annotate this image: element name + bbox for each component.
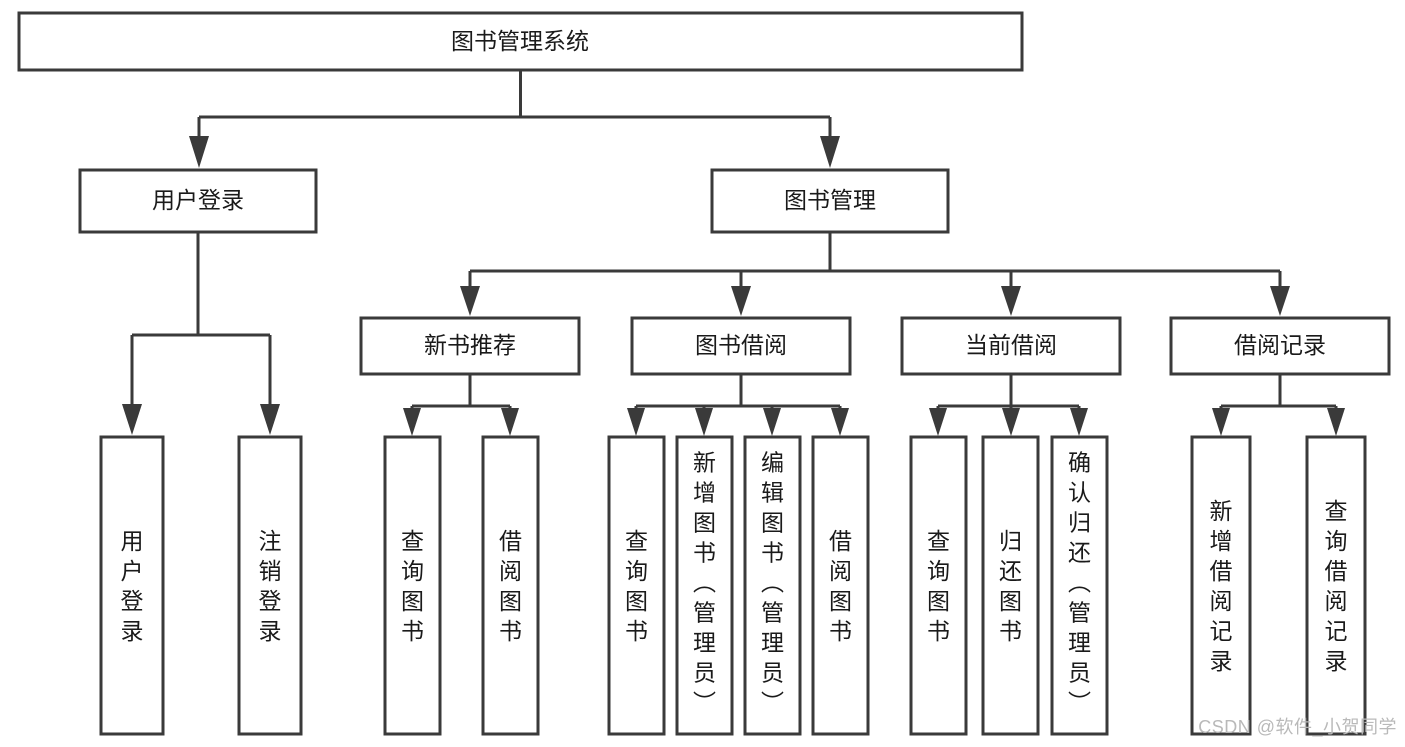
node-user-login[interactable]: 用户登录: [78, 168, 318, 234]
arrowhead-record-query: [1327, 408, 1345, 436]
root-box[interactable]: [17, 11, 1024, 72]
leaf-label: 确认归还︵管理员︶: [1068, 449, 1091, 715]
leaf-node[interactable]: 确认归还︵管理员︶: [1050, 435, 1109, 736]
arrowhead-leaf-logout: [260, 404, 280, 435]
arrowhead-current-query: [929, 408, 947, 436]
root-label: 图书管理系统: [451, 28, 589, 54]
leaf-box[interactable]: [981, 435, 1040, 736]
arrowhead-borrow-add: [695, 408, 713, 436]
leaf-node[interactable]: 编辑图书︵管理员︶: [743, 435, 802, 736]
leaf-label: 归还图书: [999, 528, 1022, 644]
arrowhead-current-borrow: [1001, 286, 1021, 316]
new-book-recommend-box[interactable]: [359, 316, 581, 376]
leaf-box[interactable]: [383, 435, 442, 736]
leaf-label: 注销登录: [259, 528, 282, 644]
leaf-layer: 用户登录 注销登录 查询图书 借阅图书 查询图书 新增图书︵管理员︶ 编辑图书︵管理员︶ 借阅…: [99, 435, 1367, 736]
leaf-label: 借阅图书: [829, 528, 852, 644]
leaf-node[interactable]: 借阅图书: [481, 435, 540, 736]
edge-recommend-to-bus: [410, 374, 512, 418]
leaf-box[interactable]: [1190, 435, 1252, 736]
arrowhead-new-book-recommend: [460, 286, 480, 316]
user-login-box[interactable]: [78, 168, 318, 234]
edge-userlogin-to-bus: [130, 232, 272, 408]
leaf-box[interactable]: [1050, 435, 1109, 736]
leaf-box[interactable]: [1305, 435, 1367, 736]
leaf-node[interactable]: 新增图书︵管理员︶: [675, 435, 734, 736]
connector-layer: [122, 70, 1345, 436]
node-current-borrow[interactable]: 当前借阅: [900, 316, 1122, 376]
edge-borrow-to-bus: [634, 374, 842, 418]
arrowhead-borrow-lend: [831, 408, 849, 436]
current-borrow-label: 当前借阅: [965, 332, 1057, 358]
leaf-label: 新增图书︵管理员︶: [693, 449, 716, 715]
leaf-box[interactable]: [99, 435, 165, 736]
leaf-label: 查询图书: [927, 528, 950, 644]
leaf-node[interactable]: 归还图书: [981, 435, 1040, 736]
arrowhead-borrow-record: [1270, 286, 1290, 316]
arrowhead-record-add: [1212, 408, 1230, 436]
leaf-node[interactable]: 查询图书: [383, 435, 442, 736]
arrowhead-recommend-query: [403, 408, 421, 436]
node-book-management[interactable]: 图书管理: [710, 168, 950, 234]
leaf-node[interactable]: 用户登录: [99, 435, 165, 736]
leaf-label: 用户登录: [121, 528, 144, 644]
node-root[interactable]: 图书管理系统: [17, 11, 1024, 72]
arrowhead-borrow-edit: [763, 408, 781, 436]
leaf-box[interactable]: [237, 435, 303, 736]
leaf-node[interactable]: 查询借阅记录: [1305, 435, 1367, 736]
leaf-label: 查询图书: [401, 528, 424, 644]
borrow-record-box[interactable]: [1169, 316, 1391, 376]
edge-record-to-bus: [1219, 374, 1338, 418]
edge-bookmanage-to-bus: [468, 232, 1282, 290]
new-book-recommend-label: 新书推荐: [424, 332, 516, 358]
arrowhead-user-login: [189, 136, 209, 168]
leaf-box[interactable]: [481, 435, 540, 736]
arrowhead-borrow-query: [627, 408, 645, 436]
book-borrow-box[interactable]: [630, 316, 852, 376]
leaf-label: 新增借阅记录: [1210, 498, 1233, 674]
arrowhead-leaf-user-login: [122, 404, 142, 435]
leaf-label: 编辑图书︵管理员︶: [761, 449, 784, 715]
arrowhead-recommend-borrow: [501, 408, 519, 436]
arrowhead-current-return: [1002, 408, 1020, 436]
leaf-box[interactable]: [743, 435, 802, 736]
leaf-label: 查询图书: [625, 528, 648, 644]
borrow-record-label: 借阅记录: [1234, 332, 1326, 358]
leaf-label: 查询借阅记录: [1325, 498, 1348, 674]
leaf-node[interactable]: 新增借阅记录: [1190, 435, 1252, 736]
current-borrow-box[interactable]: [900, 316, 1122, 376]
leaf-box[interactable]: [607, 435, 666, 736]
node-book-borrow[interactable]: 图书借阅: [630, 316, 852, 376]
book-management-label: 图书管理: [784, 187, 876, 213]
leaf-box[interactable]: [909, 435, 968, 736]
leaf-node[interactable]: 注销登录: [237, 435, 303, 736]
leaf-box[interactable]: [811, 435, 870, 736]
arrowhead-current-confirm: [1070, 408, 1088, 436]
leaf-label: 借阅图书: [499, 528, 522, 644]
book-borrow-label: 图书借阅: [695, 332, 787, 358]
book-management-box[interactable]: [710, 168, 950, 234]
arrowhead-book-manage: [820, 136, 840, 168]
user-login-label: 用户登录: [152, 187, 244, 213]
leaf-node[interactable]: 查询图书: [909, 435, 968, 736]
node-borrow-record[interactable]: 借阅记录: [1169, 316, 1391, 376]
leaf-node[interactable]: 查询图书: [607, 435, 666, 736]
edge-root-to-bus: [197, 70, 832, 140]
arrowhead-book-borrow: [731, 286, 751, 316]
node-new-book-recommend[interactable]: 新书推荐: [359, 316, 581, 376]
leaf-node[interactable]: 借阅图书: [811, 435, 870, 736]
csdn-watermark: CSDN @软件_小贺同学: [1198, 717, 1397, 737]
leaf-box[interactable]: [675, 435, 734, 736]
